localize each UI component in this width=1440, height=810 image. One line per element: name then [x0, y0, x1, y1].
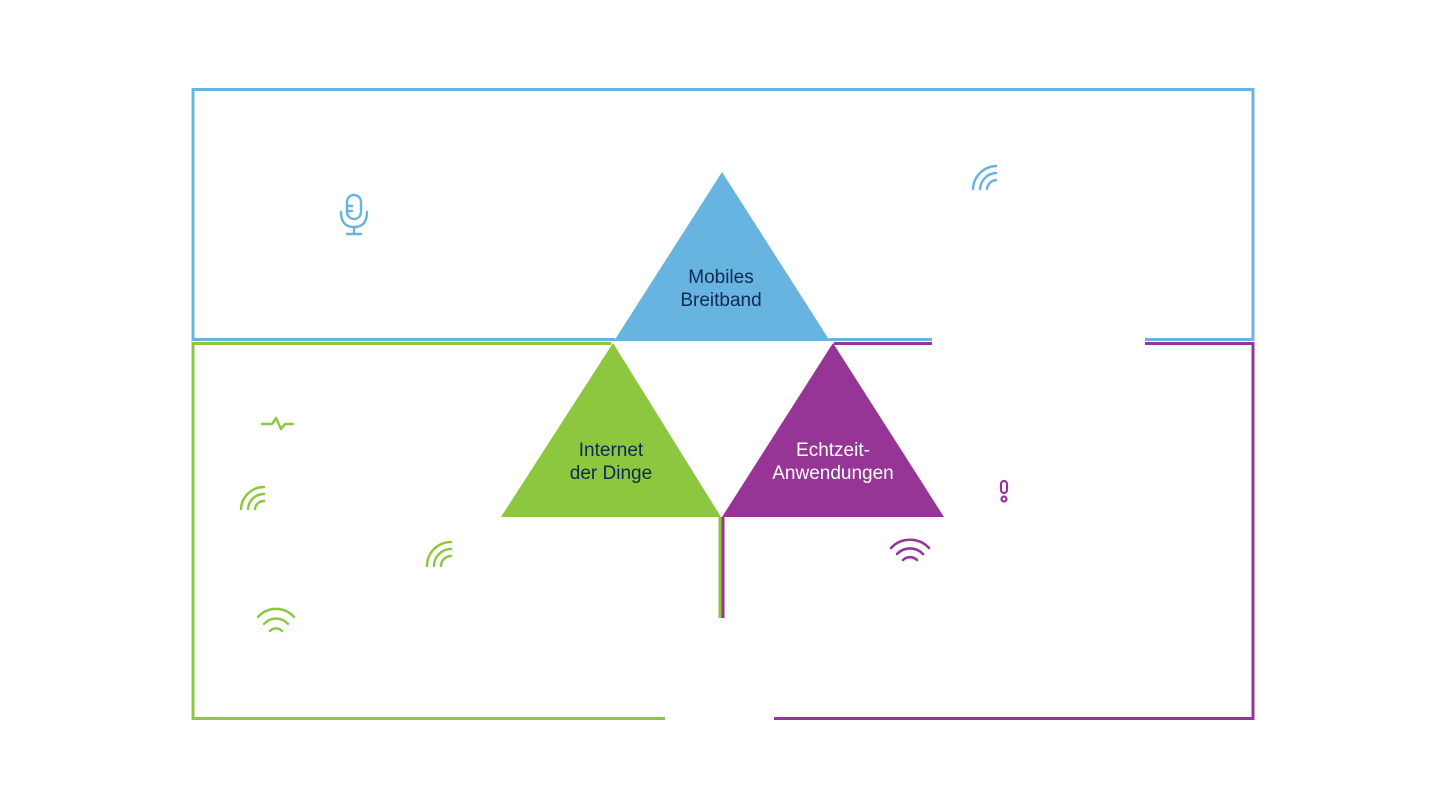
- wifi-corner-icon: [971, 164, 998, 191]
- mobiles-breitband-label-line2: Breitband: [680, 290, 762, 311]
- mobiles-breitband-label: Mobiles Breitband: [631, 266, 811, 312]
- wifi-corner-icon: [239, 485, 266, 511]
- internet-der-dinge-label-line2: der Dinge: [569, 463, 653, 484]
- wifi-corner-icon: [425, 540, 453, 568]
- microphone-icon: [339, 193, 369, 236]
- heartbeat-icon: [260, 416, 295, 431]
- internet-der-dinge-triangle: [501, 343, 721, 517]
- alert-icon: [999, 479, 1009, 503]
- wifi-arc-icon: [889, 538, 931, 562]
- internet-der-dinge-label: Internet der Dinge: [521, 439, 701, 485]
- wifi-arc-icon: [256, 607, 296, 633]
- mobiles-breitband-triangle: [614, 172, 830, 341]
- echtzeit-anwendungen-frame: [721, 342, 1255, 720]
- mobiles-breitband-frame: [191, 88, 1255, 341]
- echtzeit-anwendungen-triangle: [722, 343, 944, 517]
- internet-der-dinge-frame: [191, 342, 722, 720]
- mobiles-breitband-label-line1: Mobiles: [688, 267, 754, 288]
- echtzeit-anwendungen-label: Echtzeit- Anwendungen: [743, 439, 923, 485]
- internet-der-dinge-label-line1: Internet: [578, 440, 644, 461]
- echtzeit-anwendungen-label-line2: Anwendungen: [772, 463, 894, 484]
- echtzeit-anwendungen-label-line1: Echtzeit-: [796, 440, 870, 461]
